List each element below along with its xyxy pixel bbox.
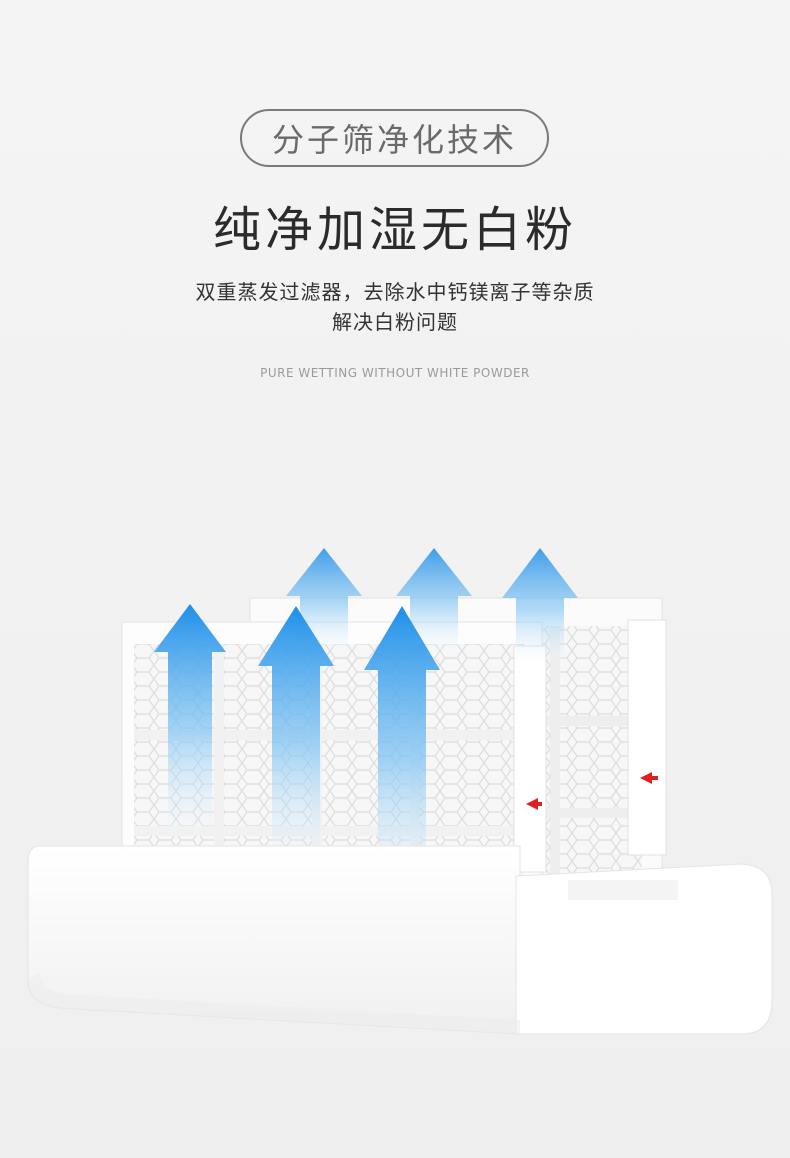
airflow-arrows <box>154 548 578 890</box>
humidifier-filter-illustration <box>27 548 773 1035</box>
airflow-arrow-icon <box>364 606 440 890</box>
base-tray <box>27 845 773 1035</box>
airflow-arrow-icon <box>396 548 472 650</box>
description-line-1: 双重蒸发过滤器，去除水中钙镁离子等杂质 <box>195 280 595 304</box>
feature-badge-label: 分子筛净化技术 <box>271 121 517 159</box>
airflow-arrow-icon <box>502 548 578 660</box>
description-line-2: 解决白粉问题 <box>332 310 458 334</box>
english-caption: PURE WETTING WITHOUT WHITE POWDER <box>260 366 530 380</box>
feature-badge: 分子筛净化技术 <box>240 109 549 167</box>
airflow-arrow-icon <box>154 604 226 830</box>
page-headline: 纯净加湿无白粉 <box>212 202 577 258</box>
airflow-arrow-icon <box>258 606 334 860</box>
